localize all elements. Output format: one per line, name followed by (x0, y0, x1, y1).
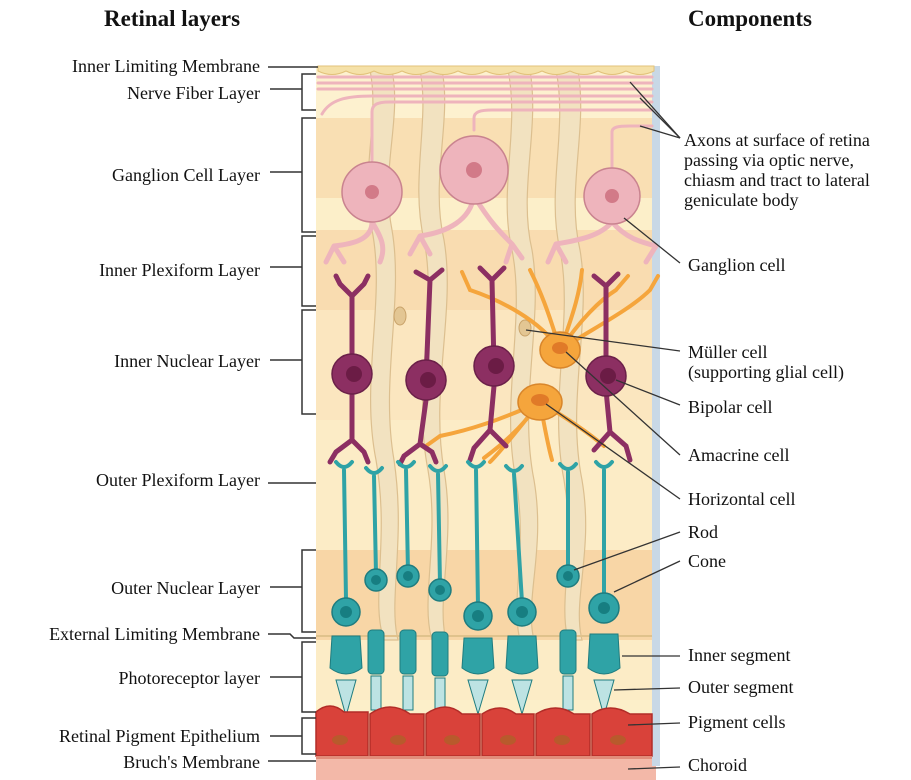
layer-label-inner-limiting-membrane: Inner Limiting Membrane (72, 56, 260, 76)
pigment-epithelium (316, 706, 652, 756)
component-label-cone: Cone (688, 551, 726, 571)
components-heading: Components (688, 6, 812, 32)
component-label-axons-line-1: Axons at surface of retina (684, 130, 870, 151)
component-label-muller-cell: Müller cell (688, 342, 767, 362)
bipolar-cell (332, 354, 372, 394)
component-label-rod: Rod (688, 522, 718, 542)
amacrine-cell (540, 332, 580, 368)
layer-label-inner-plexiform: Inner Plexiform Layer (99, 260, 260, 280)
component-label-bipolar-cell: Bipolar cell (688, 397, 772, 417)
component-label-amacrine-cell: Amacrine cell (688, 445, 789, 465)
layer-label-inner-nuclear: Inner Nuclear Layer (114, 351, 260, 371)
layer-label-retinal-pigment-epithelium: Retinal Pigment Epithelium (59, 726, 260, 746)
bipolar-cell (474, 346, 514, 386)
layer-label-ganglion-cell: Ganglion Cell Layer (112, 165, 260, 185)
layer-label-external-limiting-membrane: External Limiting Membrane (49, 624, 260, 644)
component-label-pigment-cells: Pigment cells (688, 712, 786, 732)
bipolar-cell (406, 360, 446, 400)
layer-label-photoreceptor: Photoreceptor layer (119, 668, 260, 688)
component-label-outer-segment: Outer segment (688, 677, 793, 697)
component-label-axons-line-3: chiasm and tract to lateral (684, 170, 870, 191)
bruchs-membrane (316, 756, 652, 759)
component-label-ganglion-cell: Ganglion cell (688, 255, 785, 275)
muller-nucleus (519, 320, 531, 336)
ganglion-cell (440, 136, 508, 204)
muller-nucleus (394, 307, 406, 325)
ganglion-cell (584, 168, 640, 224)
layer-label-outer-plexiform: Outer Plexiform Layer (96, 470, 260, 490)
ganglion-cell (342, 162, 402, 222)
component-label-choroid: Choroid (688, 755, 747, 775)
component-label-muller-cell-note: (supporting glial cell) (688, 362, 844, 382)
component-label-axons-line-2: passing via optic nerve, (684, 150, 854, 171)
layer-label-outer-nuclear: Outer Nuclear Layer (111, 578, 260, 598)
membrane-edge (652, 66, 660, 766)
layer-label-nerve-fiber: Nerve Fiber Layer (127, 83, 260, 103)
layer-label-bruchs-membrane: Bruch's Membrane (123, 752, 260, 772)
component-label-inner-segment: Inner segment (688, 645, 790, 665)
horizontal-cell (518, 384, 562, 420)
component-label-axons-line-4: geniculate body (684, 190, 798, 211)
layer-brackets (268, 67, 318, 761)
component-label-horizontal-cell: Horizontal cell (688, 489, 795, 509)
retinal-layers-heading: Retinal layers (104, 6, 240, 32)
